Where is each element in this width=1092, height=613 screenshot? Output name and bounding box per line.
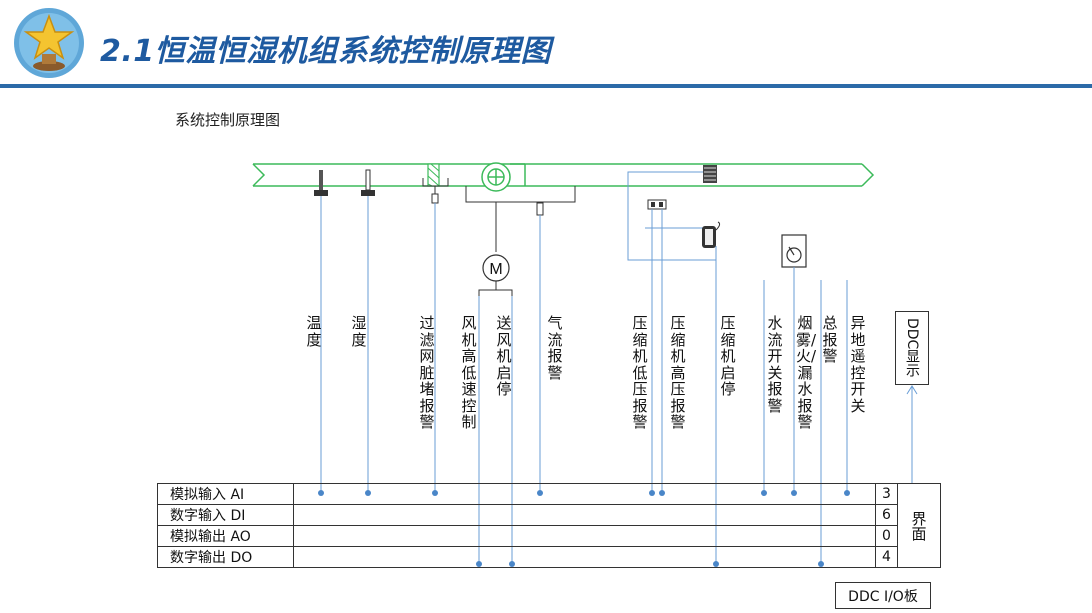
page-title: 2.1恒温恒湿机组系统控制原理图 <box>100 34 552 69</box>
label-temperature: 温度 <box>306 314 322 349</box>
header-divider <box>0 84 1092 88</box>
temperature-sensor-icon <box>314 170 328 196</box>
header: 2.1恒温恒湿机组系统控制原理图 <box>0 0 1092 90</box>
smoke-detector-icon <box>781 234 807 268</box>
motor-icon: M <box>478 254 513 296</box>
table-row: 数字输入 DI 6 <box>157 504 941 526</box>
coil-icon <box>703 165 717 183</box>
compressor-icon <box>702 221 721 248</box>
label-humidity: 湿度 <box>351 314 367 349</box>
filter-icon <box>427 163 440 187</box>
table-row: 模拟输入 AI 3 界面 <box>157 483 941 568</box>
io-row-label: 数字输入 DI <box>157 504 294 526</box>
label-compressor-low-pressure: 压缩机低压报警 <box>632 314 648 431</box>
label-water-flow-alarm: 水流开关报警 <box>767 314 783 415</box>
io-row-label: 数字输出 DO <box>157 546 294 568</box>
airflow-switch-icon <box>465 186 576 252</box>
io-row-count: 3 <box>875 483 898 505</box>
table-row: 模拟输出 AO 0 <box>157 525 941 547</box>
io-row-count: 6 <box>875 504 898 526</box>
diagram-subtitle: 系统控制原理图 <box>175 111 281 129</box>
io-row-label: 模拟输出 AO <box>157 525 294 547</box>
io-row-label: 模拟输入 AI <box>157 483 294 505</box>
ddc-display-box: DDC显示 <box>895 311 929 385</box>
label-fan-speed-control: 风机高低速控制 <box>461 314 477 431</box>
io-row-count: 0 <box>875 525 898 547</box>
label-airflow-alarm: 气流报警 <box>547 314 563 382</box>
ddc-io-board-label: DDC I/O板 <box>835 582 931 609</box>
motor-symbol-label: M <box>489 261 502 278</box>
label-filter-alarm: 过滤网脏堵报警 <box>419 314 435 431</box>
label-smoke-fire-leak-alarm: 烟雾/火/漏水报警 <box>796 314 817 431</box>
star-trophy-icon <box>12 6 86 80</box>
label-remote-switch: 异地遥控开关 <box>850 314 866 415</box>
io-row-count: 4 <box>875 546 898 568</box>
label-compressor-start-stop: 压缩机启停 <box>720 314 736 398</box>
label-compressor-high-pressure: 压缩机高压报警 <box>670 314 686 431</box>
table-row: 数字输出 DO 4 <box>157 546 941 568</box>
label-general-alarm: 总报警 <box>822 314 838 365</box>
io-table: 模拟输入 AI 3 界面 数字输入 DI 6 模拟输出 AO 0 数字输出 DO… <box>157 483 941 568</box>
air-duct <box>252 163 875 187</box>
humidity-sensor-icon <box>361 169 375 196</box>
pressure-switch-icon <box>647 199 667 210</box>
fan-icon <box>481 162 526 192</box>
label-supply-fan-start-stop: 送风机启停 <box>496 314 512 398</box>
interface-label: 界面 <box>897 483 941 568</box>
